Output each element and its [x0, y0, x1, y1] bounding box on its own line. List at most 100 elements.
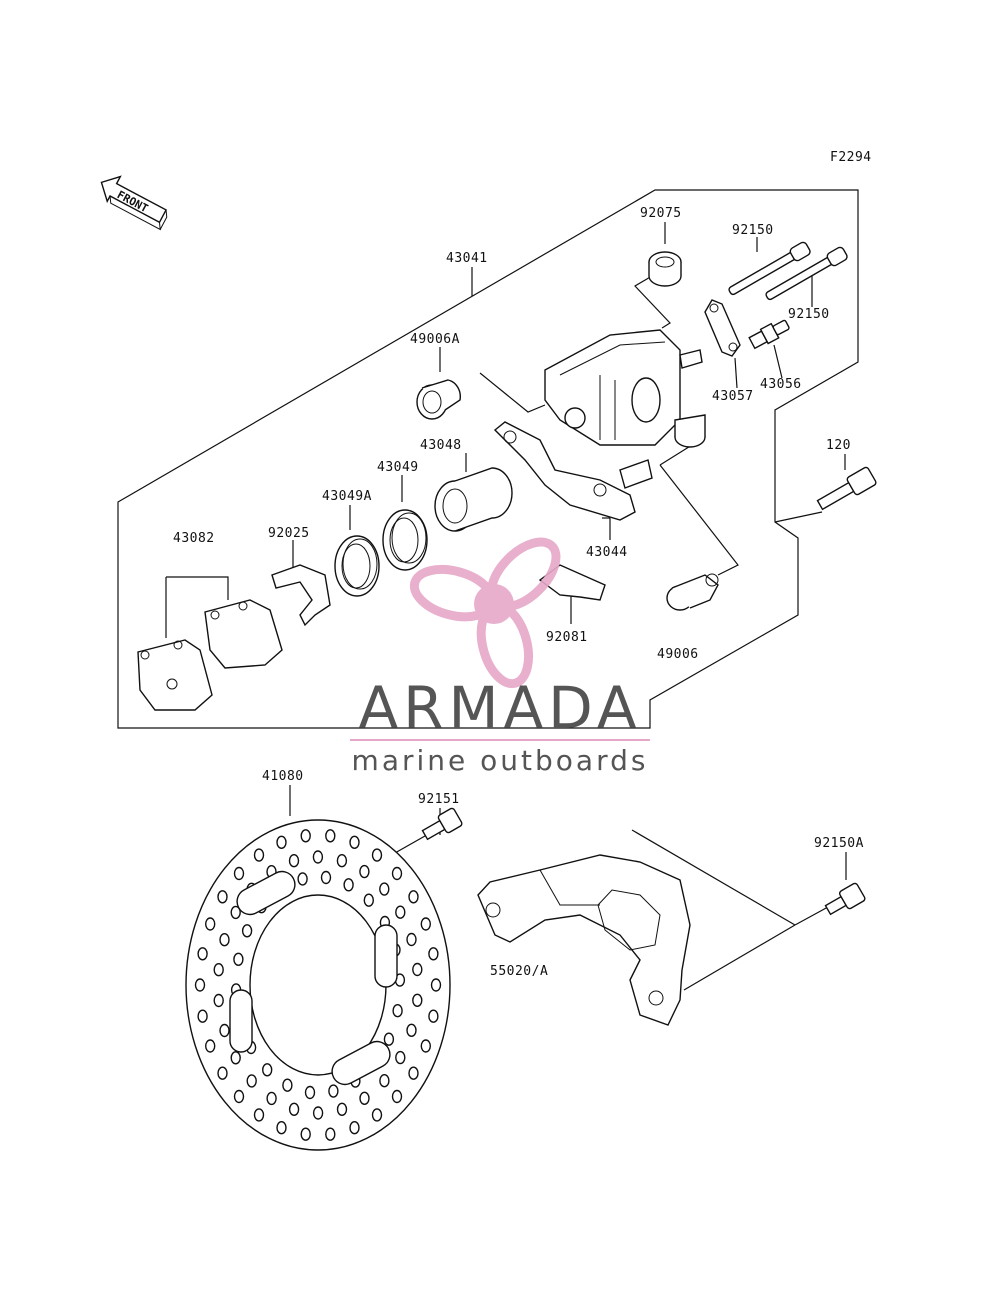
leader-lines — [165, 222, 847, 991]
disc-hole — [304, 1085, 316, 1100]
disc-hole — [328, 1084, 339, 1098]
disc-hole — [246, 1074, 257, 1088]
label-92151: 92151 — [418, 792, 460, 807]
disc-hole — [194, 978, 206, 992]
boot-49006 — [666, 573, 719, 611]
label-92150-a: 92150 — [732, 223, 774, 238]
disc-hole — [325, 1127, 336, 1141]
disc-hole — [428, 1009, 439, 1023]
disc-hole — [325, 829, 336, 843]
disc-hole — [395, 1050, 406, 1065]
disc-hole — [266, 1091, 277, 1106]
disc-hole — [276, 1120, 287, 1135]
disc-hole — [428, 947, 439, 961]
front-arrow-icon: FRONT — [100, 175, 168, 231]
label-120: 120 — [826, 438, 851, 453]
disc-hole — [253, 1108, 265, 1122]
disc-hole — [300, 1127, 311, 1141]
disc-hole — [213, 993, 224, 1008]
label-43049A: 43049A — [322, 489, 372, 504]
disc-hole — [371, 1108, 383, 1122]
disc-hole — [395, 905, 406, 919]
brake-disc-41080 — [185, 819, 451, 1151]
label-43048: 43048 — [420, 438, 462, 453]
disc-hole — [363, 893, 374, 907]
label-41080: 41080 — [262, 769, 304, 784]
bleeder-43056 — [748, 319, 790, 350]
disc-hole — [408, 1066, 419, 1080]
seal-43049 — [382, 509, 428, 571]
disc-hole — [392, 1004, 403, 1018]
disc-hole — [336, 854, 348, 868]
label-55020A: 55020/A — [490, 964, 548, 979]
label-92025: 92025 — [268, 526, 310, 541]
bolt-92151 — [421, 807, 463, 841]
piston-43048 — [434, 467, 513, 532]
label-49006: 49006 — [657, 647, 699, 662]
disc-hole — [253, 848, 265, 862]
disc-hole — [288, 854, 300, 868]
label-92081: 92081 — [546, 630, 588, 645]
disc-hole — [391, 1089, 403, 1104]
disc-hole — [343, 878, 354, 892]
disc-hole — [217, 1066, 228, 1080]
link-43057 — [704, 299, 741, 357]
disc-hole — [230, 905, 241, 920]
disc-hole — [219, 933, 230, 947]
disc-hole — [430, 978, 442, 992]
disc-hole — [379, 882, 390, 896]
boot-49006A — [416, 379, 461, 420]
disc-hole — [412, 962, 423, 977]
disc-hole — [406, 1023, 417, 1038]
bolt-92150A — [824, 882, 866, 916]
disc-hole — [197, 1009, 208, 1023]
pin-92150-a — [728, 241, 811, 296]
pad-43082-rear — [204, 599, 283, 669]
disc-hole — [288, 1102, 300, 1117]
watermark-tagline: marine outboards — [352, 744, 649, 777]
disc-hole — [217, 890, 228, 904]
disc-hole — [300, 829, 311, 843]
label-43041: 43041 — [446, 251, 488, 266]
label-92075: 92075 — [640, 206, 682, 221]
disc-hole — [297, 872, 308, 886]
disc-hole — [282, 1078, 293, 1092]
disc-hole — [336, 1102, 348, 1117]
caliper-body — [544, 329, 706, 448]
pin-92150-b — [765, 246, 848, 301]
disc-hole — [379, 1073, 390, 1088]
watermark: ARMADA marine outboards — [350, 537, 650, 777]
label-92150A: 92150A — [814, 836, 864, 851]
disc-hole — [219, 1023, 230, 1038]
disc-hole — [312, 850, 324, 864]
figure-code: F2294 — [830, 150, 872, 165]
disc-hole — [233, 866, 245, 881]
disc-hole — [391, 866, 403, 881]
part-labels: 43041 92075 92150 92150 49006A 43057 430… — [173, 206, 864, 979]
disc-hole — [412, 993, 423, 1007]
label-49006A: 49006A — [410, 332, 460, 347]
label-92150-b: 92150 — [788, 307, 830, 322]
disc-hole — [371, 848, 383, 862]
disc-hole — [359, 1091, 370, 1106]
disc-hole — [349, 1120, 360, 1135]
disc-hole — [213, 963, 224, 977]
propeller-logo-icon — [409, 537, 561, 689]
bolt-120 — [816, 466, 877, 511]
bracket-43044 — [493, 421, 653, 521]
disc-hole — [383, 1032, 395, 1046]
pad-43082-front — [137, 639, 213, 711]
disc-hole — [320, 870, 332, 885]
caliper-assembly-outline — [117, 189, 859, 729]
disc-hole — [406, 932, 417, 947]
disc-hole — [262, 1063, 273, 1077]
label-43082: 43082 — [173, 531, 215, 546]
label-43049: 43049 — [377, 460, 419, 475]
disc-hole — [359, 864, 370, 879]
disc-hole — [233, 952, 244, 966]
disc-hole — [204, 1039, 216, 1053]
disc-hole — [420, 917, 431, 931]
spring-92025 — [271, 564, 331, 627]
disc-hole — [230, 1051, 241, 1065]
